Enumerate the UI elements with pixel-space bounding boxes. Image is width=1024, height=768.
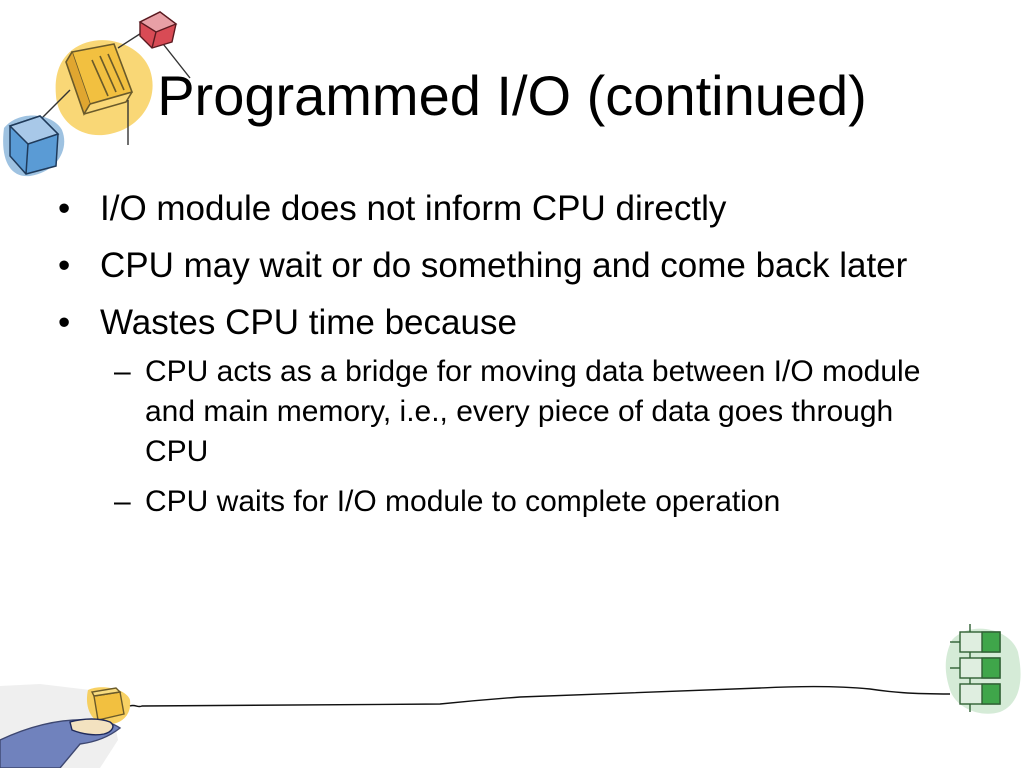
bullet-icon: • [58,303,71,342]
sub-bullet-text: CPU waits for I/O module to complete ope… [145,485,781,518]
bullet-text: Wastes CPU time because [100,303,517,342]
bullet-item: • I/O module does not inform CPU directl… [58,186,958,232]
sub-bullet-item: – CPU acts as a bridge for moving data b… [100,352,958,472]
dash-icon: – [114,485,131,518]
sub-bullet-item: – CPU waits for I/O module to complete o… [100,482,958,522]
dash-icon: – [114,355,131,388]
hand-holding-box-illustration [0,684,131,768]
sub-bullet-text: CPU acts as a bridge for moving data bet… [145,355,921,468]
bullet-item: • Wastes CPU time because – CPU acts as … [58,300,958,522]
sub-bullet-list: – CPU acts as a bridge for moving data b… [100,352,958,522]
network-cubes-illustration [3,11,191,177]
bullet-item: • CPU may wait or do something and come … [58,243,958,289]
bullet-list: • I/O module does not inform CPU directl… [58,186,958,533]
bullet-icon: • [58,189,71,228]
bullet-text: I/O module does not inform CPU directly [100,189,727,228]
bullet-text: CPU may wait or do something and come ba… [100,246,908,285]
bullet-icon: • [58,246,71,285]
slide-title: Programmed I/O (continued) [157,64,867,127]
